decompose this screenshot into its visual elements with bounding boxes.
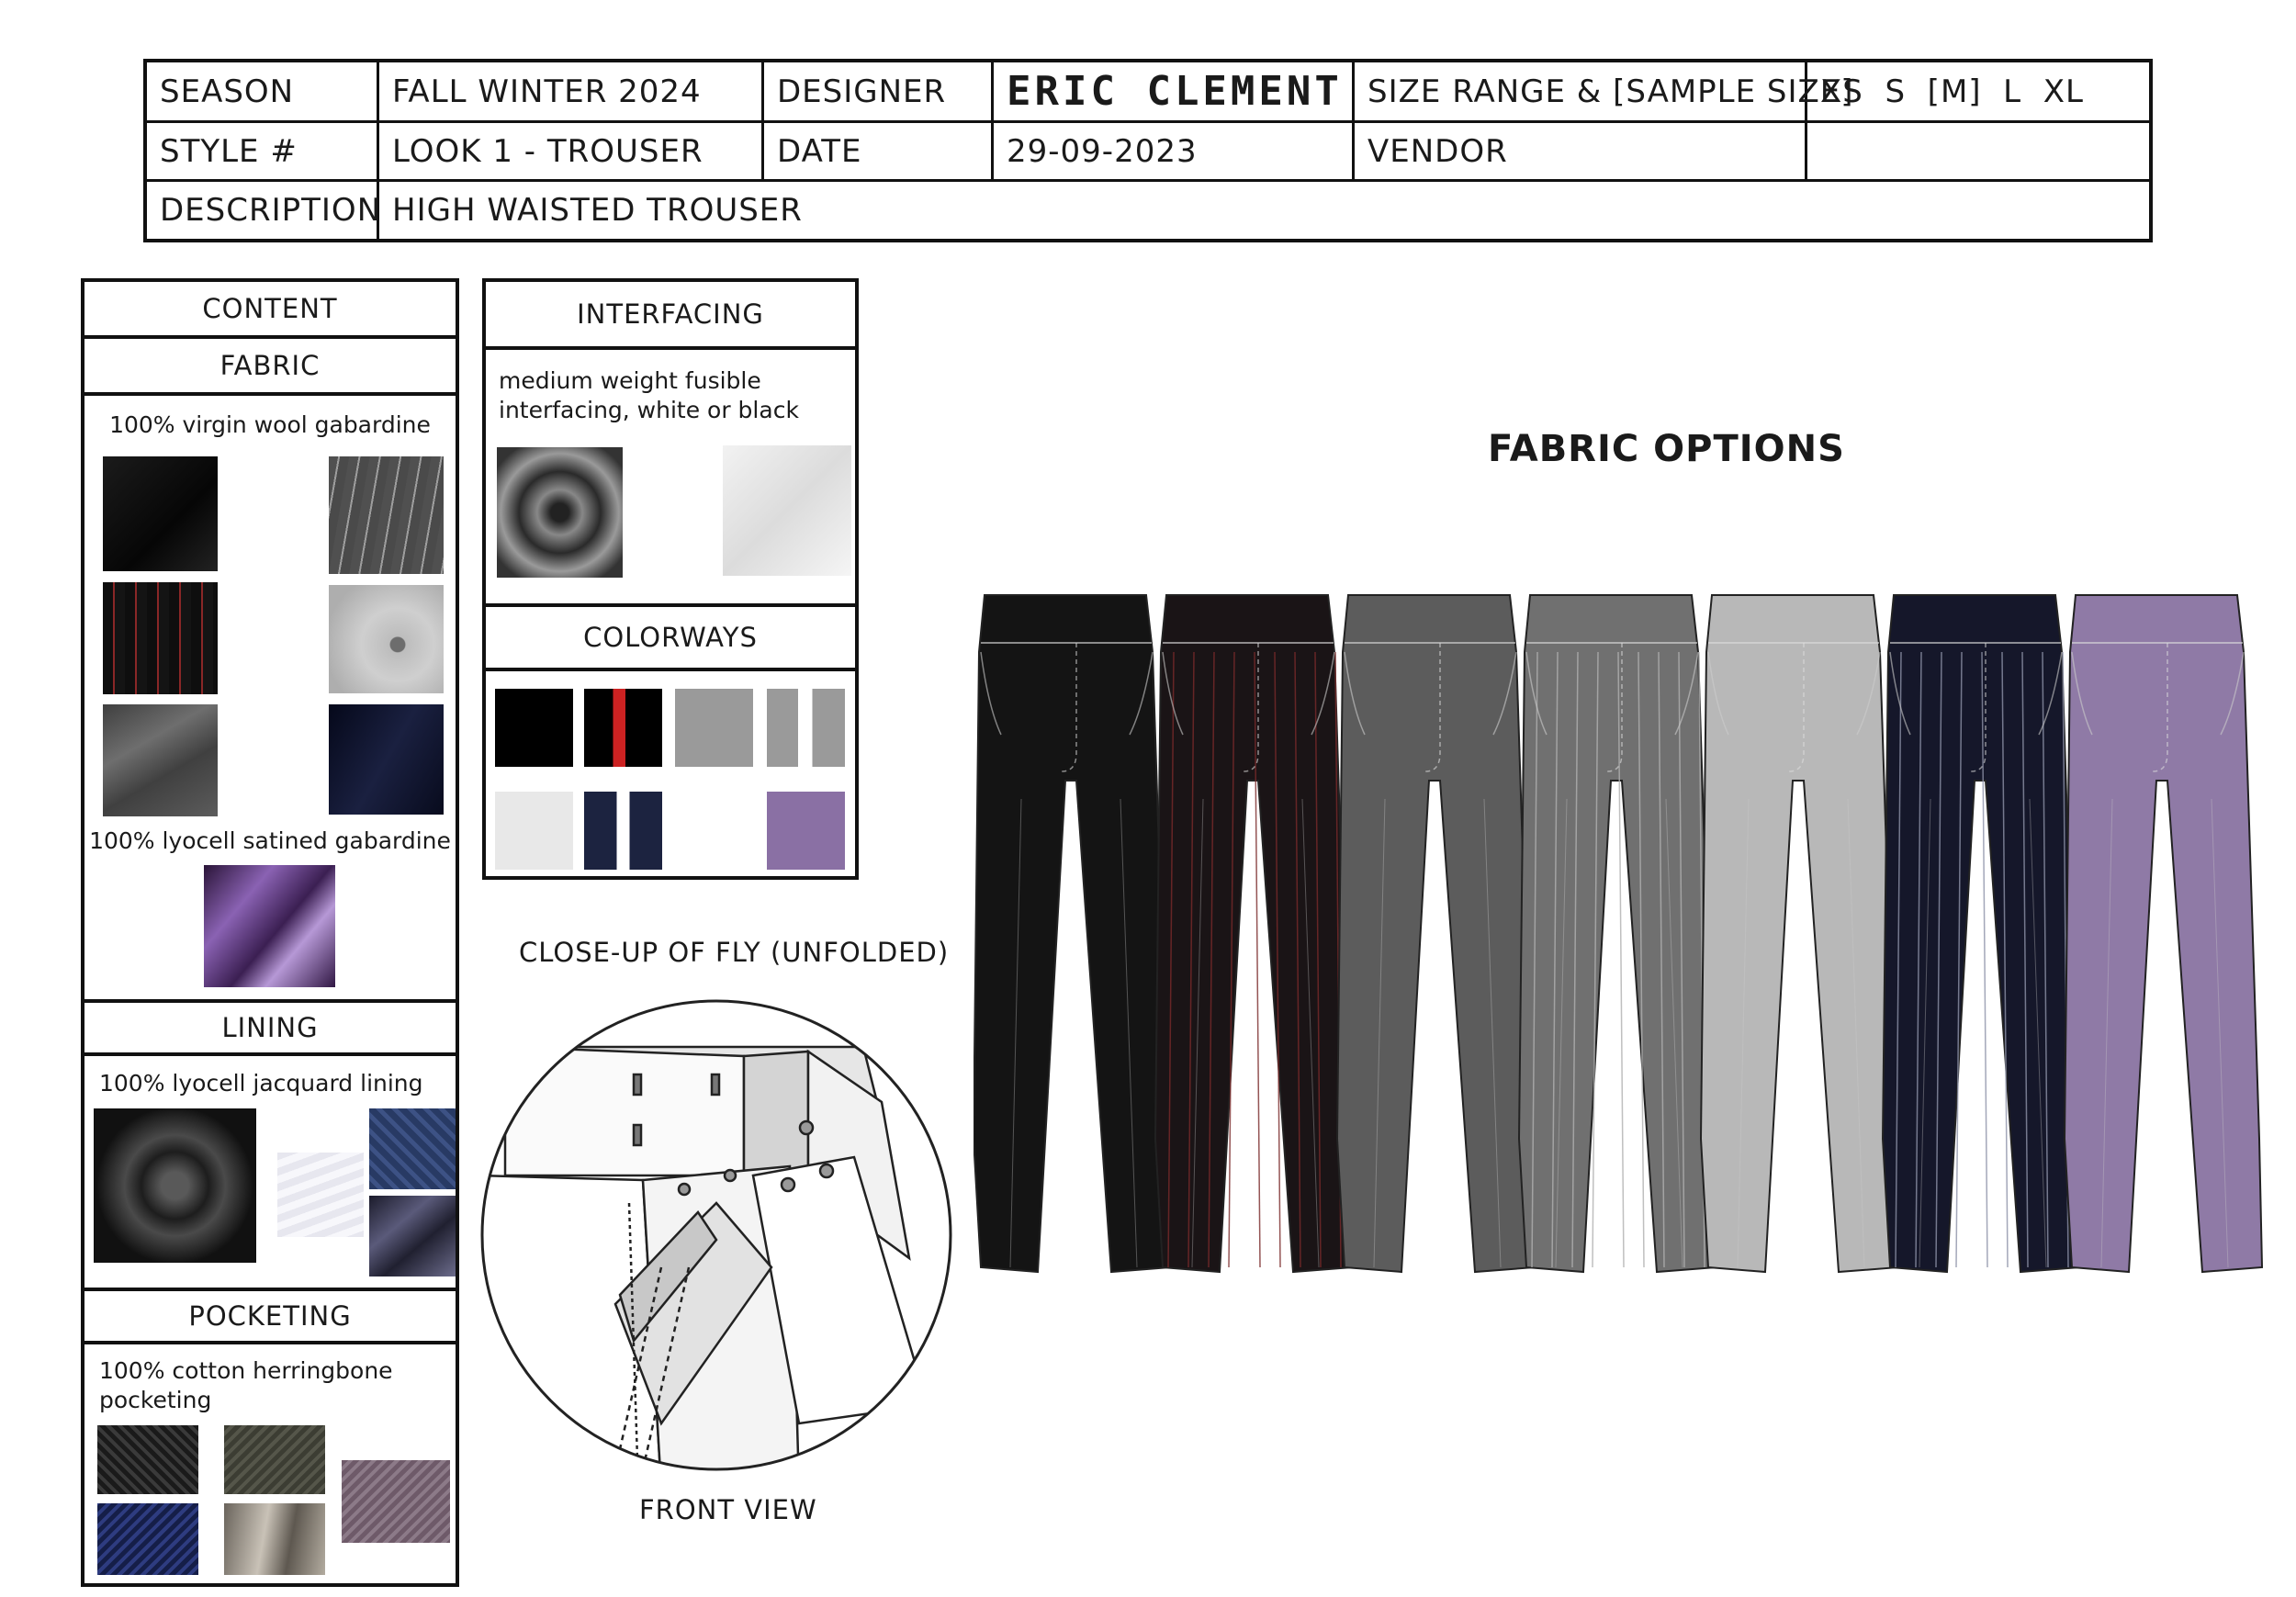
swatch-grey-pinstripe bbox=[329, 456, 444, 574]
closeup-caption: FRONT VIEW bbox=[639, 1494, 817, 1525]
fabric-options-trousers bbox=[974, 594, 2264, 1274]
colorways-title: COLORWAYS bbox=[486, 603, 855, 671]
swatch-olive-herringbone bbox=[224, 1425, 325, 1494]
lining-text: 100% lyocell jacquard lining bbox=[99, 1070, 423, 1097]
swatch-navy-herringbone bbox=[97, 1503, 198, 1575]
swatch-light-grey-roll bbox=[329, 585, 444, 693]
style-value: LOOK 1 - TROUSER bbox=[379, 123, 764, 182]
interfacing-title: INTERFACING bbox=[486, 282, 855, 350]
swatch-black-herringbone bbox=[97, 1425, 198, 1494]
trouser-black-red-pinstripe bbox=[1154, 594, 1355, 1274]
season-label: SEASON bbox=[147, 62, 379, 123]
pocketing-text-2: pocketing bbox=[99, 1387, 212, 1413]
colorway-light-grey bbox=[495, 792, 573, 870]
swatch-white-interfacing bbox=[723, 445, 851, 576]
closeup-title: CLOSE-UP OF FLY (UNFOLDED) bbox=[519, 937, 950, 968]
trouser-navy-pinstripe bbox=[1881, 594, 2082, 1274]
description-value: HIGH WAISTED TROUSER bbox=[392, 192, 803, 229]
season-value: FALL WINTER 2024 bbox=[379, 62, 764, 123]
style-label: STYLE # bbox=[147, 123, 379, 182]
swatch-mauve-herringbone bbox=[342, 1460, 450, 1543]
interfacing-text-1: medium weight fusible bbox=[499, 367, 761, 394]
swatch-purple-satin bbox=[204, 865, 335, 987]
content-panel: CONTENT FABRIC 100% virgin wool gabardin… bbox=[81, 278, 459, 1587]
fabric-1-text: 100% virgin wool gabardine bbox=[109, 411, 431, 438]
trouser-lavender bbox=[2063, 594, 2264, 1274]
colorway-navy-split bbox=[584, 792, 662, 870]
colorway-black bbox=[495, 689, 573, 767]
interfacing-panel: INTERFACING medium weight fusible interf… bbox=[482, 278, 859, 880]
swatch-white-jacquard bbox=[277, 1153, 364, 1237]
pocketing-text-1: 100% cotton herringbone bbox=[99, 1357, 393, 1384]
description-label: DESCRIPTION bbox=[147, 182, 380, 239]
content-title: CONTENT bbox=[84, 282, 456, 339]
swatch-black-interfacing bbox=[497, 447, 623, 578]
date-label: DATE bbox=[764, 123, 994, 182]
swatch-dark-satin-lining bbox=[369, 1196, 456, 1276]
swatch-black-wool bbox=[103, 456, 218, 571]
trouser-light-grey bbox=[1699, 594, 1900, 1274]
swatch-charcoal-drape bbox=[103, 704, 218, 816]
interfacing-text-2: interfacing, white or black bbox=[499, 397, 799, 423]
date-value: 29-09-2023 bbox=[994, 123, 1355, 182]
vendor-label: VENDOR bbox=[1355, 123, 1807, 182]
trouser-charcoal bbox=[1335, 594, 1536, 1274]
vendor-value bbox=[1807, 123, 2149, 182]
fly-closeup-illustration bbox=[480, 999, 952, 1471]
trouser-black bbox=[974, 594, 1173, 1274]
colorway-lavender bbox=[767, 792, 845, 870]
trouser-grey-pinstripe bbox=[1517, 594, 1718, 1274]
size-range-value: XS S [M] L XL bbox=[1807, 62, 2149, 123]
lining-title: LINING bbox=[84, 999, 456, 1056]
fabric-title: FABRIC bbox=[84, 339, 456, 396]
fabric-options-title: FABRIC OPTIONS bbox=[1488, 428, 1845, 470]
swatch-blue-jacquard bbox=[369, 1108, 456, 1189]
colorway-grey bbox=[675, 689, 753, 767]
colorway-black-red bbox=[584, 689, 662, 767]
swatch-tan-herringbone bbox=[224, 1503, 325, 1575]
spec-header-table: SEASON FALL WINTER 2024 DESIGNER ERIC CL… bbox=[143, 59, 2153, 242]
fabric-2-text: 100% lyocell satined gabardine bbox=[89, 827, 451, 854]
pocketing-title: POCKETING bbox=[84, 1288, 456, 1344]
swatch-red-pinstripe bbox=[103, 582, 218, 694]
size-range-label: SIZE RANGE & [SAMPLE SIZE] bbox=[1355, 62, 1853, 123]
swatch-black-jacquard bbox=[94, 1108, 256, 1263]
swatch-navy bbox=[329, 704, 444, 815]
colorway-grey-split bbox=[767, 689, 845, 767]
designer-value: ERIC CLEMENT bbox=[994, 62, 1355, 123]
designer-label: DESIGNER bbox=[764, 62, 994, 123]
